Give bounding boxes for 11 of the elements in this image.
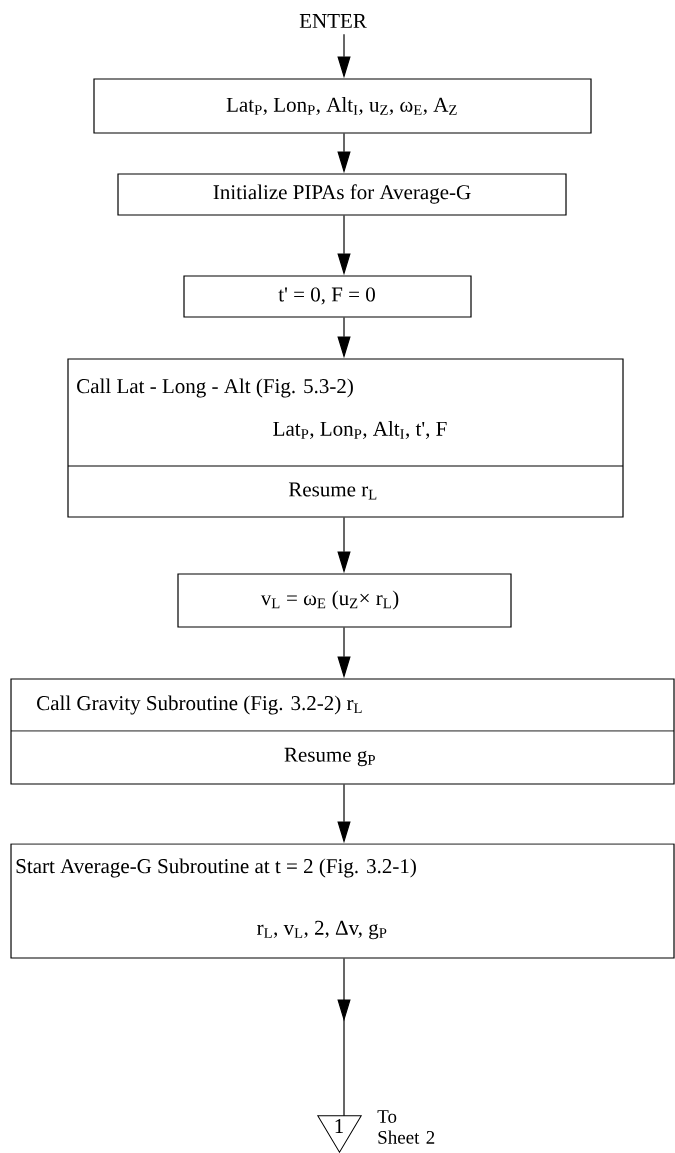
process-box: Call Lat - Long - Alt (Fig. 5.3-2) Lat$_{P}$, Lon$_{P}$, Alt$_{I}$, t', F Resume r$_{L}$ xyxy=(67,358,624,518)
process-box: Lat$_{P}$, Lon$_{P}$, Alt$_{I}$, u$_{Z}$, ω$_{E}$, A$_{Z}$ xyxy=(93,78,592,134)
process-box: Start Average-G Subroutine at t = 2 (Fig. 3.2-1) r$_{L}$, v$_{L}$, 2, Δv, g$_{P}$ xyxy=(10,843,675,959)
process-box: Call Gravity Subroutine (Fig. 3.2-2) r$_{L}$ Resume g$_{P}$ xyxy=(10,678,675,785)
process-box: Initialize PIPAs for Average-G xyxy=(117,173,567,216)
connector-caption: To Sheet 2 xyxy=(377,1110,435,1144)
process-box: v$_{L}$ = ω$_{E}$ (u$_{Z}$× r$_{L}$) xyxy=(177,573,512,628)
process-box: t' = 0, F = 0 xyxy=(183,275,472,318)
arrow xyxy=(337,958,351,1117)
entry-label: ENTER xyxy=(299,14,367,28)
off-page-connector: 1 xyxy=(317,1115,362,1153)
